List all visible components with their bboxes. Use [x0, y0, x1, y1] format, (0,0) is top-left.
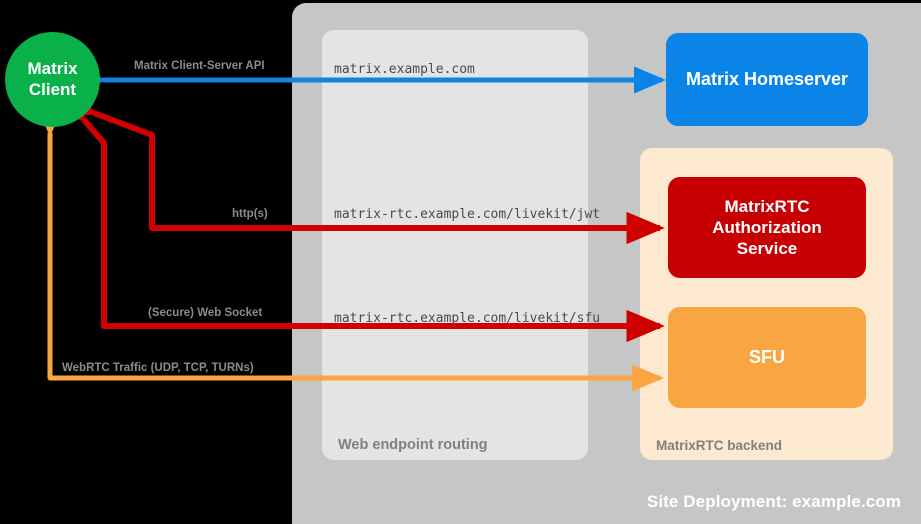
node-auth-line1: MatrixRTC	[724, 196, 810, 216]
node-auth-line2: Authorization	[712, 217, 822, 237]
site-deployment-label: Site Deployment: example.com	[646, 492, 901, 511]
web-endpoint-routing-container	[322, 30, 588, 460]
edge-label-https: http(s)	[232, 208, 268, 220]
url-label-livekit-sfu: matrix-rtc.example.com/livekit/sfu	[334, 311, 601, 326]
url-label-livekit-jwt: matrix-rtc.example.com/livekit/jwt	[334, 207, 601, 222]
matrixrtc-backend-label: MatrixRTC backend	[656, 438, 783, 453]
node-auth-line3: Service	[736, 239, 798, 259]
node-matrix-client-line2: Client	[28, 79, 77, 99]
edge-label-matrix-client-server-api: Matrix Client-Server API	[134, 60, 265, 72]
url-label-matrix-example-com: matrix.example.com	[334, 62, 475, 77]
node-matrix-homeserver-label: Matrix Homeserver	[685, 69, 849, 90]
node-matrixrtc-authorization-service[interactable]: MatrixRTC Authorization Service	[668, 177, 866, 278]
edge-label-secure-websocket: (Secure) Web Socket	[148, 307, 263, 319]
node-matrix-client[interactable]: Matrix Client	[5, 32, 100, 127]
node-sfu-label: SFU	[749, 347, 785, 368]
node-sfu[interactable]: SFU	[668, 307, 866, 408]
web-endpoint-routing-label: Web endpoint routing	[338, 437, 488, 453]
node-matrix-homeserver[interactable]: Matrix Homeserver	[666, 33, 868, 126]
edge-label-webrtc-traffic: WebRTC Traffic (UDP, TCP, TURNs)	[62, 362, 254, 374]
node-matrix-client-line1: Matrix	[27, 58, 78, 78]
